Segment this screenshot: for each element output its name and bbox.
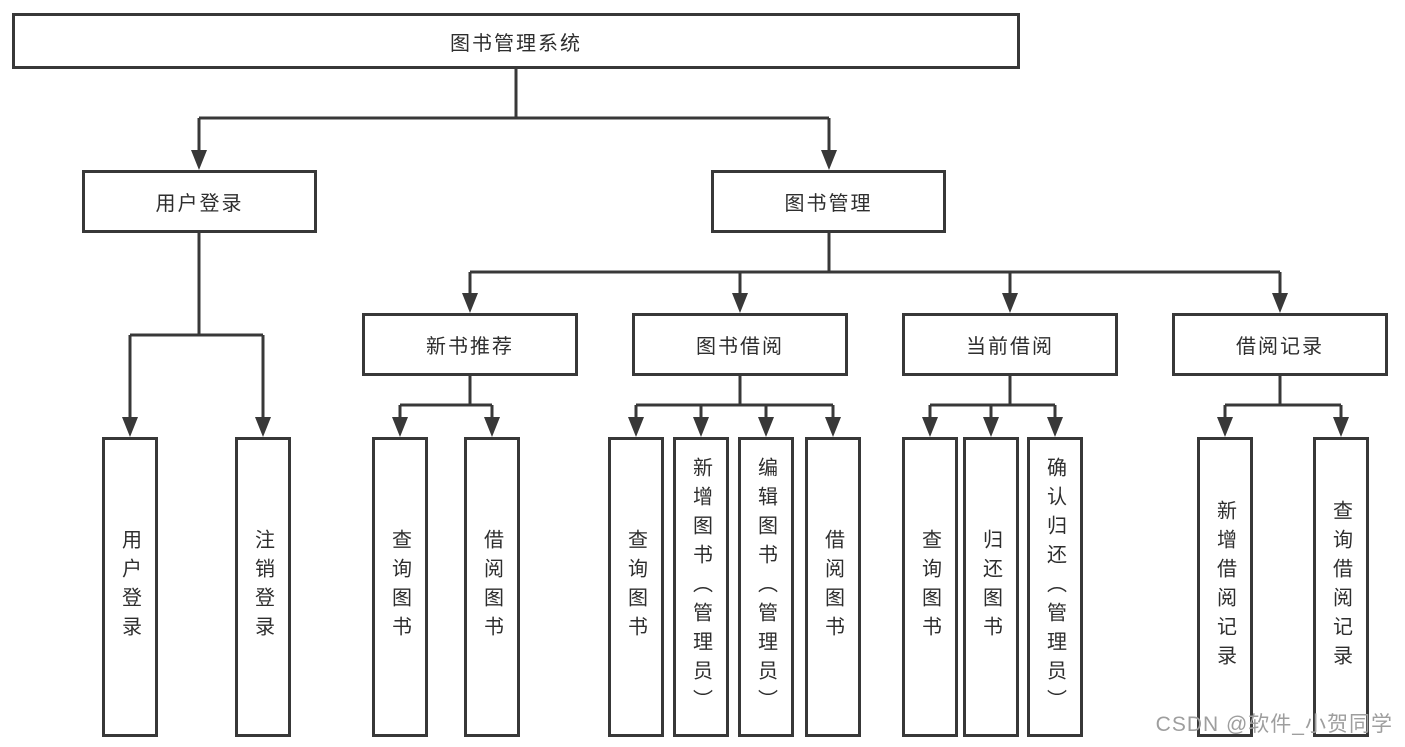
node-leaf-edit-book-admin-label: 编辑图书（管理员） [754,456,777,718]
node-leaf-borrow-book-recommend-label: 借阅图书 [480,529,503,645]
node-leaf-user-login-label: 用户登录 [118,529,141,645]
node-leaf-confirm-return-admin-label: 确认归还（管理员） [1043,456,1066,718]
node-leaf-borrow-book-recommend: 借阅图书 [464,437,520,737]
node-book-management: 图书管理 [711,170,946,233]
node-borrow-record-label: 借阅记录 [1236,336,1324,358]
node-book-management-label: 图书管理 [784,193,873,215]
node-current-borrow: 当前借阅 [902,313,1118,376]
node-leaf-return-book-label: 归还图书 [979,529,1002,645]
node-leaf-add-borrow-record: 新增借阅记录 [1197,437,1253,737]
node-new-book-recommend-label: 新书推荐 [426,336,514,358]
node-leaf-edit-book-admin: 编辑图书（管理员） [738,437,794,737]
node-borrow-record: 借阅记录 [1172,313,1388,376]
node-leaf-logout-label: 注销登录 [251,529,274,645]
node-leaf-query-book-current: 查询图书 [902,437,958,737]
node-leaf-confirm-return-admin: 确认归还（管理员） [1027,437,1083,737]
csdn-watermark: CSDN @软件_小贺同学 [1155,713,1393,736]
node-book-borrow: 图书借阅 [632,313,848,376]
node-book-borrow-label: 图书借阅 [696,336,784,358]
node-leaf-query-book-current-label: 查询图书 [918,529,941,645]
node-root: 图书管理系统 [12,13,1020,69]
node-leaf-borrow-book: 借阅图书 [805,437,861,737]
node-leaf-query-borrow-record-label: 查询借阅记录 [1329,500,1352,674]
node-leaf-query-book-recommend: 查询图书 [372,437,428,737]
node-leaf-add-book-admin-label: 新增图书（管理员） [689,456,712,718]
node-user-login-label: 用户登录 [155,193,244,215]
node-leaf-user-login: 用户登录 [102,437,158,737]
node-leaf-query-book-borrow: 查询图书 [608,437,664,737]
node-leaf-add-book-admin: 新增图书（管理员） [673,437,729,737]
node-root-label: 图书管理系统 [450,32,582,55]
node-new-book-recommend: 新书推荐 [362,313,578,376]
node-leaf-add-borrow-record-label: 新增借阅记录 [1213,500,1236,674]
node-leaf-query-borrow-record: 查询借阅记录 [1313,437,1369,737]
node-leaf-query-book-recommend-label: 查询图书 [388,529,411,645]
node-leaf-return-book: 归还图书 [963,437,1019,737]
node-leaf-query-book-borrow-label: 查询图书 [624,529,647,645]
node-current-borrow-label: 当前借阅 [966,336,1054,358]
node-leaf-logout: 注销登录 [235,437,291,737]
node-leaf-borrow-book-label: 借阅图书 [821,529,844,645]
node-user-login: 用户登录 [82,170,317,233]
arrowheads [122,150,1349,437]
